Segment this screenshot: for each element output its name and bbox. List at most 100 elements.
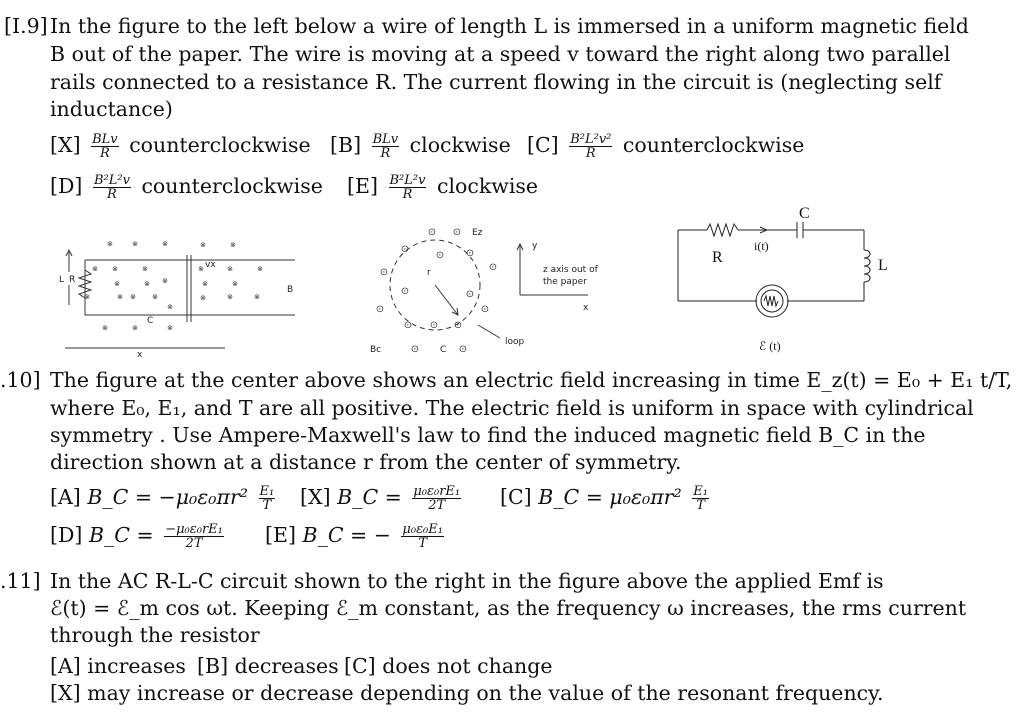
svg-text:⊗: ⊗ [132, 240, 138, 248]
question-10-number: .10] [0, 368, 41, 392]
q11-option-c[interactable]: [C] does not change [344, 654, 553, 678]
svg-text:⊗: ⊗ [198, 265, 204, 273]
svg-text:⊙: ⊙ [459, 344, 467, 355]
question-10-line-3: symmetry . Use Ampere-Maxwell's law to f… [50, 423, 926, 447]
question-9-number: [I.9] [4, 14, 48, 38]
svg-text:⊗: ⊗ [107, 240, 113, 248]
option-lhs: B_C = −μ₀ε₀πr² [87, 485, 248, 509]
capacitor-label: C [799, 205, 810, 222]
svg-text:⊗: ⊗ [202, 280, 208, 288]
question-9-line-3: rails connected to a resistance R. The c… [50, 70, 942, 94]
option-tag: [X] [50, 681, 81, 705]
option-tag: [D] [50, 523, 83, 547]
svg-text:⊙: ⊙ [436, 250, 444, 261]
option-lhs: B_C = [88, 523, 154, 547]
question-9-line-1: In the figure to the left below a wire o… [50, 14, 969, 38]
svg-text:⊗: ⊗ [167, 303, 173, 311]
option-tag: [C] [344, 654, 376, 678]
option-text: does not change [382, 654, 553, 678]
option-text: may increase or decrease depending on th… [87, 681, 884, 705]
svg-text:⊙: ⊙ [466, 289, 474, 300]
radius-label: r [427, 268, 431, 278]
svg-text:⊙: ⊙ [404, 320, 412, 331]
option-text: clockwise [409, 133, 511, 157]
c-label: C [440, 345, 446, 355]
option-text: counterclockwise [129, 133, 311, 157]
svg-text:⊗: ⊗ [257, 265, 263, 273]
rlc-circuit-figure: C R i(t) L ℰ (t) [677, 205, 888, 353]
resistor-label: R [69, 275, 75, 285]
option-text: increases [87, 654, 186, 678]
moving-wire-figure: ⊗⊗⊗⊗⊗ ⊗⊗⊗⊗⊗⊗ ⊗⊗⊗⊗⊗ ⊗⊗⊗⊗⊗⊗⊗ ⊗⊗⊗⊗ L R vx B… [59, 240, 295, 360]
q11-option-a[interactable]: [A] increases [50, 654, 186, 678]
denominator: T [262, 498, 272, 513]
emf-label: ℰ (t) [759, 339, 781, 353]
svg-text:⊗: ⊗ [142, 265, 148, 273]
svg-text:⊗: ⊗ [132, 324, 138, 332]
question-11-line-2: ℰ(t) = ℰ_m cos ωt. Keeping ℰ_m constant,… [50, 596, 967, 620]
svg-text:⊗: ⊗ [232, 280, 238, 288]
option-lhs: B_C = − [302, 523, 391, 547]
resistor-label: R [712, 249, 723, 266]
option-tag: [X] [50, 133, 81, 157]
numerator: μ₀ε₀E₁ [401, 522, 444, 537]
option-tag: [B] [197, 654, 229, 678]
option-tag: [E] [347, 174, 378, 198]
numerator: B²L²v [388, 173, 427, 188]
svg-text:⊙: ⊙ [453, 227, 461, 238]
z-axis-label-2: the paper [543, 277, 587, 287]
loop-label: loop [505, 337, 525, 347]
option-tag: [C] [500, 485, 532, 509]
velocity-label: vx [205, 260, 216, 270]
z-axis-label-1: z axis out of [543, 265, 599, 275]
question-10-line-2: where E₀, E₁, and T are all positive. Th… [50, 396, 974, 420]
question-10-line-1: The figure at the center above shows an … [50, 368, 1013, 392]
option-text: clockwise [436, 174, 539, 198]
option-text: decreases [234, 654, 339, 678]
svg-text:⊗: ⊗ [92, 265, 98, 273]
q11-option-x[interactable]: [X] may increase or decrease depending o… [50, 681, 884, 705]
numerator: B²L²v² [569, 132, 613, 147]
option-tag: [A] [50, 654, 81, 678]
x-axis-label: x [137, 350, 143, 360]
denominator: R [585, 146, 596, 161]
numerator: μ₀ε₀rE₁ [412, 484, 462, 499]
svg-text:⊙: ⊙ [428, 227, 436, 238]
svg-text:⊗: ⊗ [84, 293, 90, 301]
numerator: BLv [371, 132, 400, 147]
wire-length-label: L [59, 275, 64, 285]
denominator: T [696, 498, 705, 513]
question-10-line-4: direction shown at a distance r from the… [50, 450, 682, 474]
option-text: counterclockwise [622, 133, 805, 157]
svg-text:⊙: ⊙ [454, 320, 462, 331]
numerator: E₁ [692, 484, 709, 499]
option-tag: [X] [300, 485, 331, 509]
cylindrical-field-figure: ⊙⊙ ⊙⊙⊙ ⊙⊙ ⊙⊙ ⊙⊙ ⊙⊙⊙ ⊙⊙ Ez y r z axis out… [370, 227, 599, 355]
option-text: counterclockwise [141, 174, 323, 198]
svg-text:⊗: ⊗ [200, 294, 206, 302]
denominator: R [402, 187, 413, 202]
denominator: R [380, 146, 391, 161]
q11-option-b[interactable]: [B] decreases [197, 654, 339, 678]
question-11-number: .11] [0, 569, 41, 593]
option-tag: [B] [330, 133, 362, 157]
svg-text:⊙: ⊙ [411, 344, 419, 355]
numerator: −μ₀ε₀rE₁ [164, 522, 224, 537]
